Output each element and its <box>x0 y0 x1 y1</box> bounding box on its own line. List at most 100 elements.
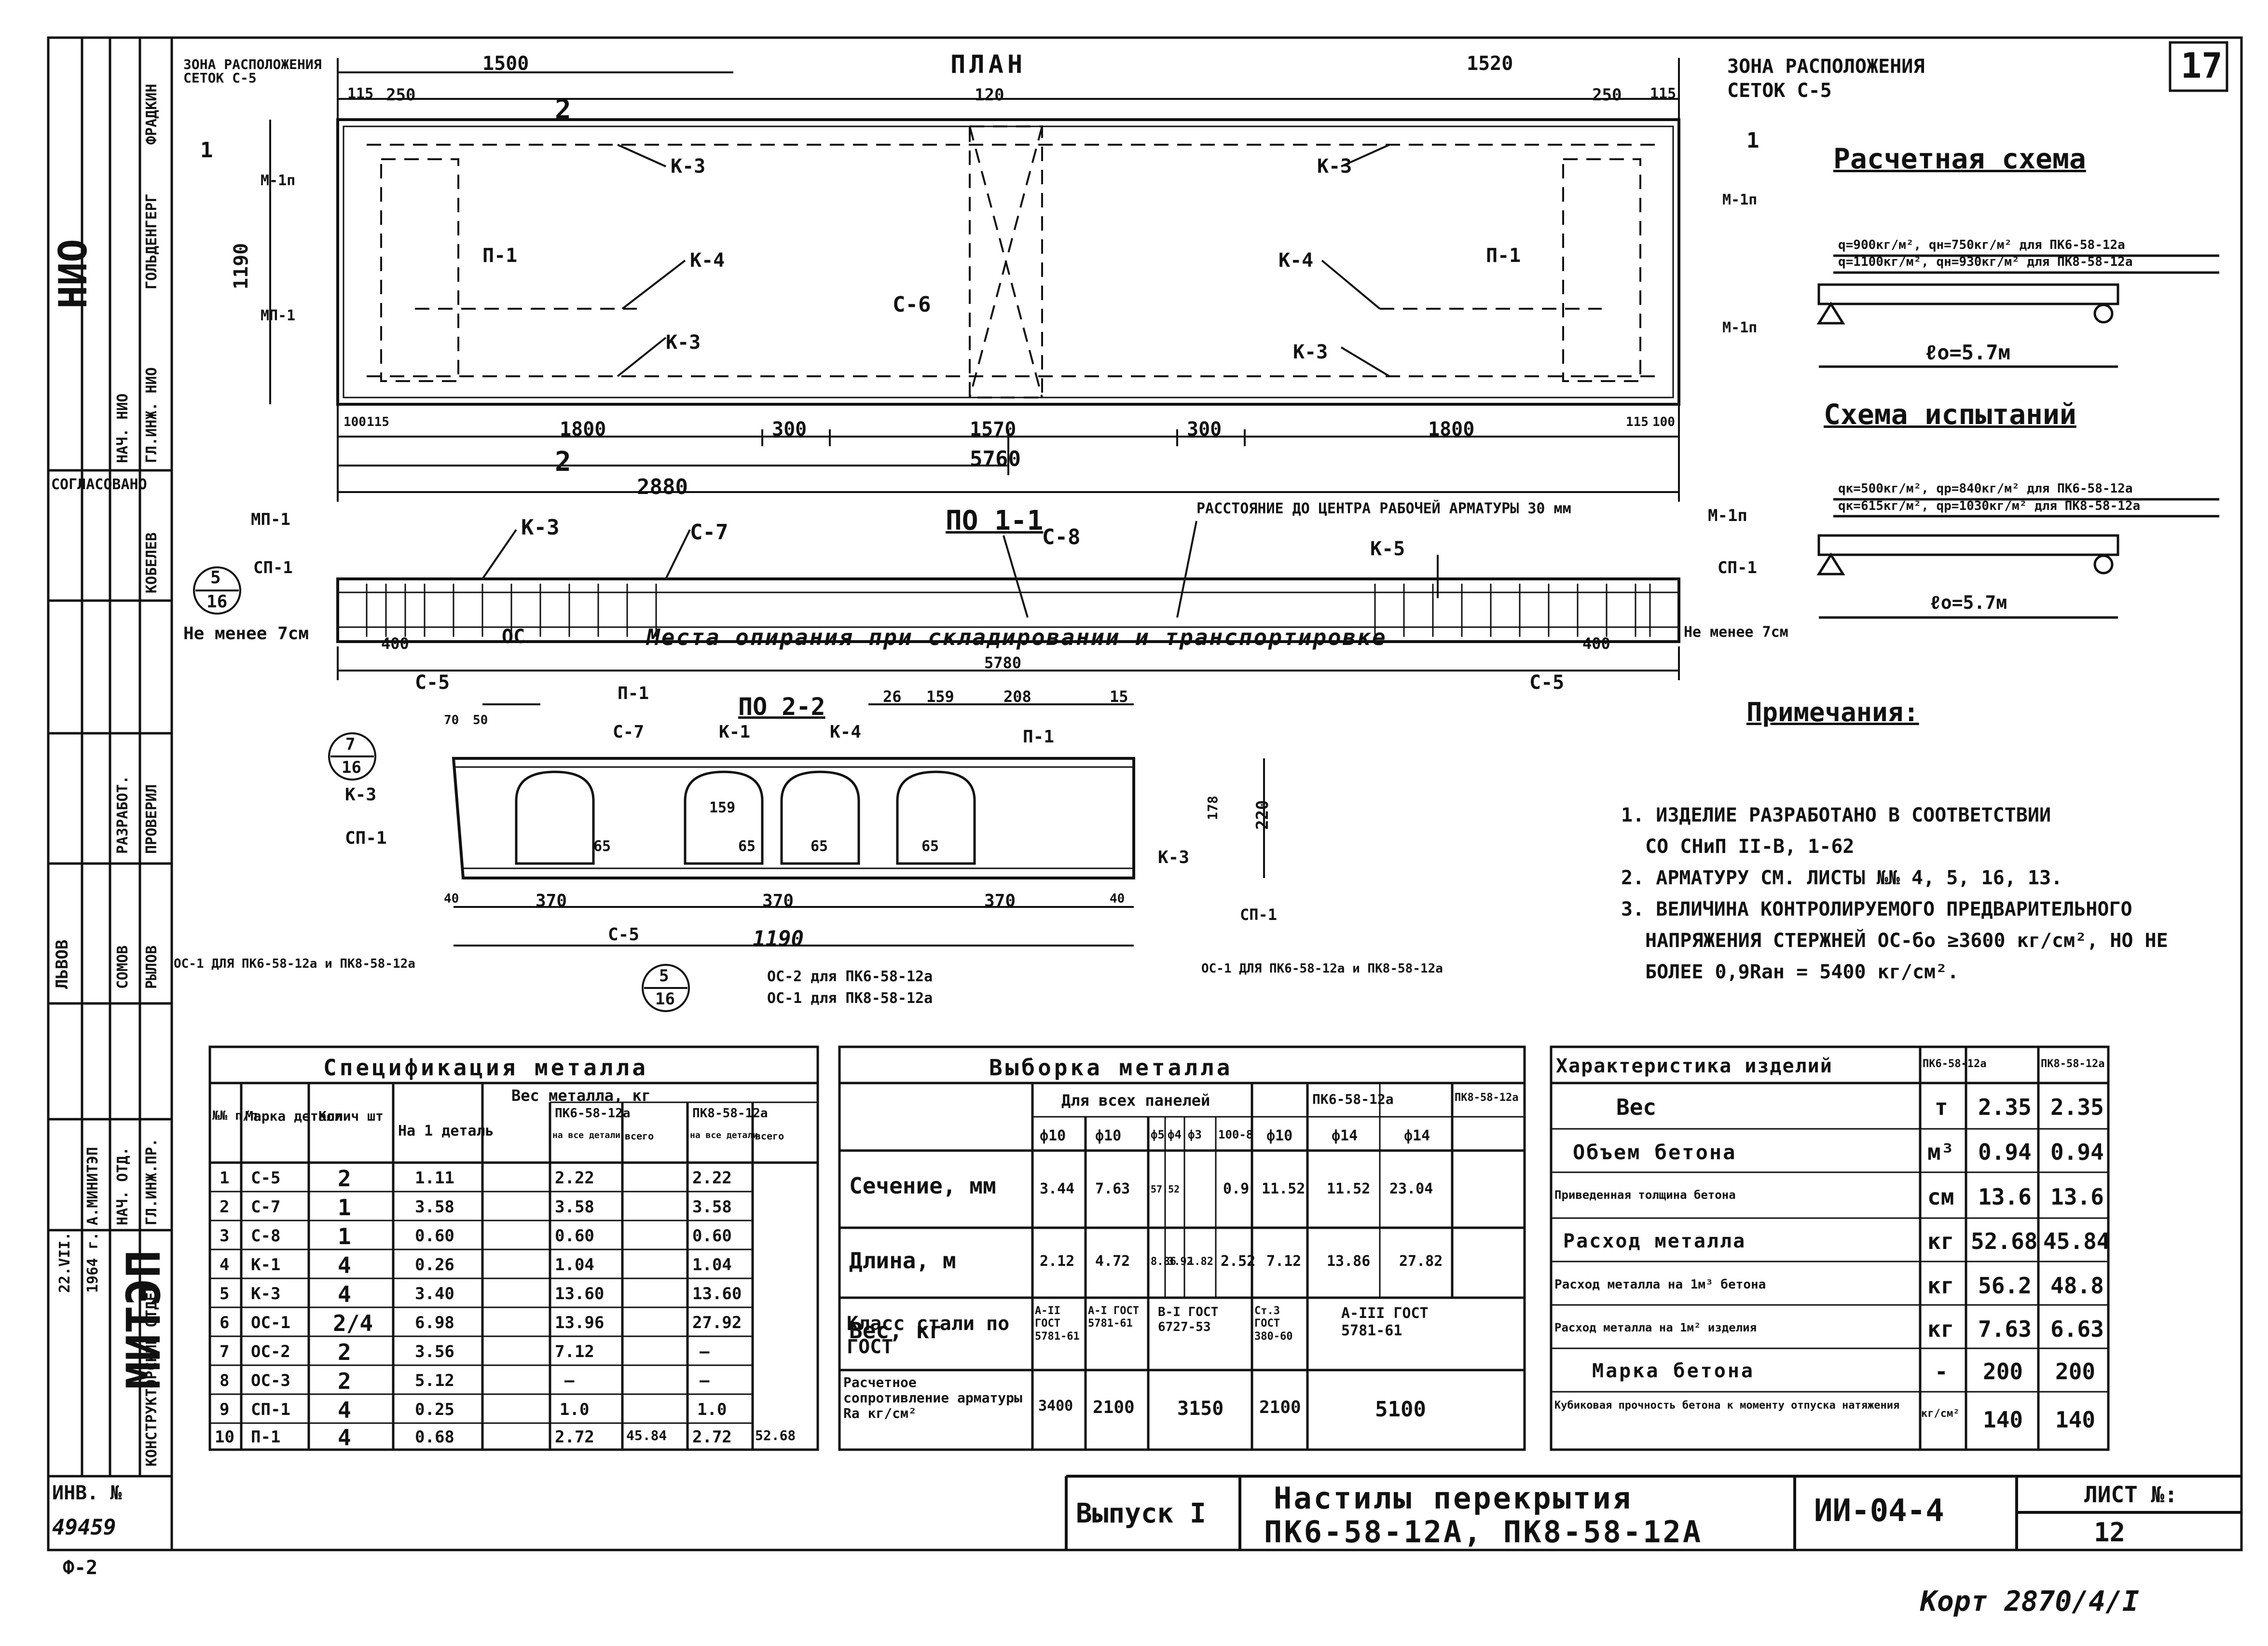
plan-label-k3b: К-3 <box>666 331 701 354</box>
section1-dim-left: 400 <box>381 634 409 653</box>
char-row-6-pk8: 6.63 <box>2050 1316 2104 1342</box>
plan-dim-120: 120 <box>975 85 1004 105</box>
selection-w-3: 8.86 <box>1151 1256 1176 1268</box>
plan-left-zone: ЗОНА РАСПОЛОЖЕНИЯ СЕТОК С-5 <box>183 56 322 86</box>
spec-row-9-n: 9 <box>220 1400 230 1419</box>
stamp-role-4: ГЛ.ИНЖ.ПР. <box>143 1138 160 1225</box>
spec-row-8-pk6: — <box>564 1371 575 1390</box>
spec-h-pk8: ПК8-58-12а <box>692 1106 768 1121</box>
spec-row-6-pk8: 27.92 <box>692 1313 742 1332</box>
plan-dim-b-115-right: 115 <box>1626 415 1649 429</box>
selection-sec-5: ф3 <box>1188 1128 1202 1141</box>
char-row-1-pk6: 2.35 <box>1978 1094 2032 1120</box>
notes-item-3: 2. АРМАТУРУ СМ. ЛИСТЫ №№ 4, 5, 16, 13. <box>1621 867 2063 889</box>
footer-stamp: Корт 2870/4/I <box>1920 1585 2139 1618</box>
section2-dim-370-c: 370 <box>984 891 1016 911</box>
section2-dim-50: 50 <box>473 713 488 727</box>
notes-item-1: 1. ИЗДЕЛИЕ РАЗРАБОТАНО В СООТВЕТСТВИИ <box>1621 804 2051 826</box>
stamp-role-5: НАЧ. ОТД. <box>114 1147 131 1225</box>
selection-w-8: 13.86 <box>1327 1253 1371 1270</box>
selection-class-2: А-I ГОСТ 5781-61 <box>1088 1305 1139 1330</box>
plan-dim-5760: 5760 <box>970 447 1021 471</box>
plan-label-c6: С-6 <box>893 292 931 317</box>
selection-resist-5: 5100 <box>1375 1397 1426 1422</box>
char-table-title: Характеристика изделий <box>1556 1055 1833 1077</box>
spec-row-6-pk6: 13.96 <box>555 1313 605 1332</box>
test-scheme-title: Схема испытаний <box>1824 398 2076 431</box>
spec-row-2-pk8: 3.58 <box>692 1197 732 1217</box>
char-row-7-pk6: 200 <box>1983 1358 2023 1385</box>
selection-len-1: 3.44 <box>1040 1180 1075 1197</box>
section2-label-k3-right: К-3 <box>1158 848 1190 867</box>
char-row-3-pk6: 13.6 <box>1978 1184 2032 1210</box>
spec-h-total-pk8: всего <box>755 1130 784 1142</box>
stamp-role-1: НАЧ. НИО <box>114 393 131 464</box>
spec-row-4-per: 0.26 <box>415 1255 454 1275</box>
test-scheme-span: ℓо=5.7м <box>1930 592 2007 613</box>
spec-h-onall-pk6: на все детали <box>552 1130 620 1140</box>
stamp-role-8: ПРОВЕРИЛ <box>143 784 160 854</box>
section2-void-65-b: 65 <box>738 838 756 855</box>
char-h-pk8: ПК8-58-12а <box>2041 1058 2105 1070</box>
selection-class-5: А-III ГОСТ 5781-61 <box>1341 1305 1429 1339</box>
notes-item-4: 3. ВЕЛИЧИНА КОНТРОЛИРУЕМОГО ПРЕДВАРИТЕЛЬ… <box>1621 898 2132 920</box>
selection-len-2: 7.63 <box>1095 1180 1130 1197</box>
spec-row-1-pk6: 2.22 <box>555 1168 594 1188</box>
section1-label-sp1: СП-1 <box>253 558 293 577</box>
section1-label-k5: К-5 <box>1370 538 1405 560</box>
plan-dim-1500: 1500 <box>482 53 529 75</box>
selection-len-9: 23.04 <box>1389 1180 1433 1197</box>
calc-scheme-line1: q=900кг/м², qн=750кг/м² для ПК6-58-12а <box>1838 238 2125 252</box>
selection-resist-1: 3400 <box>1038 1398 1073 1414</box>
char-row-8-pk8: 140 <box>2055 1407 2096 1433</box>
selection-w-4: 3.92 <box>1168 1256 1193 1268</box>
stamp-date: 22.VII. <box>56 1232 73 1293</box>
selection-sec-3: ф5 <box>1151 1128 1165 1141</box>
selection-resist-4: 2100 <box>1259 1398 1301 1417</box>
selection-sec-4: ф4 <box>1168 1128 1182 1141</box>
selection-r-section: Сечение, мм <box>849 1173 996 1199</box>
selection-len-7: 11.52 <box>1262 1180 1306 1197</box>
section2-dim-15: 15 <box>1110 687 1128 706</box>
stamp-name-4: ЛЬВОВ <box>53 939 72 989</box>
char-row-6-unit: кг <box>1927 1316 1954 1342</box>
section2-label-k4: К-4 <box>830 722 862 742</box>
spec-row-4-pk6: 1.04 <box>555 1255 594 1275</box>
section1-length: 5780 <box>984 654 1022 672</box>
test-scheme-line1: qк=500кг/м², qр=840кг/м² для ПК6-58-12а <box>1838 481 2133 496</box>
spec-row-10-pk6: 2.72 <box>555 1427 594 1447</box>
section1-note: РАССТОЯНИЕ ДО ЦЕНТРА РАБОЧЕЙ АРМАТУРЫ 30… <box>1196 500 1571 517</box>
spec-row-9-qty: 4 <box>338 1397 351 1423</box>
section1-support-text: Места опирания при складировании и транс… <box>646 624 1387 650</box>
section1-min-left: Не менее 7см <box>183 624 309 644</box>
section2-note-mid-2: ОС-1 для ПК8-58-12а <box>767 990 933 1007</box>
char-row-1-unit: т <box>1935 1094 1948 1120</box>
spec-row-8-qty: 2 <box>338 1368 351 1394</box>
char-row-8-pk6: 140 <box>1983 1407 2023 1433</box>
plan-dim-115-right: 115 <box>1650 85 1677 102</box>
plan-section-mark-4: 2 <box>555 446 571 478</box>
spec-row-10-n: 10 <box>215 1427 234 1447</box>
char-row-5-name: Расход металла на 1м³ бетона <box>1554 1277 1766 1292</box>
plan-label-k3d: К-3 <box>1293 341 1328 363</box>
char-row-8-unit: кг/см² <box>1921 1408 1960 1420</box>
section2-dim-70: 70 <box>444 713 459 727</box>
section2-note-mid-1: ОС-2 для ПК6-58-12а <box>767 968 933 985</box>
spec-row-8-pk8: — <box>700 1371 710 1390</box>
spec-h-pk6: ПК6-58-12а <box>555 1106 631 1121</box>
sheet-number: 17 <box>2181 45 2223 86</box>
spec-row-7-pk6: 7.12 <box>555 1342 594 1361</box>
title-name-1: Настилы перекрытия <box>1274 1481 1633 1516</box>
plan-dim-b-1800: 1800 <box>560 418 606 440</box>
char-row-5-pk8: 48.8 <box>2050 1273 2104 1299</box>
spec-row-10-per: 0.68 <box>415 1427 454 1447</box>
spec-row-3-pk8: 0.60 <box>692 1226 732 1246</box>
notes-item-2: СО СНиП II-В, 1-62 <box>1645 836 1855 858</box>
title-code: ИИ-04-4 <box>1814 1493 1944 1529</box>
stamp-role-3: СОГЛАСОВАНО <box>51 476 147 493</box>
section2-dim-208: 208 <box>1003 687 1031 706</box>
section2-callout-b: 16 <box>342 758 361 777</box>
section2-callout-a: 7 <box>345 735 356 754</box>
section1-title: ПО 1-1 <box>946 505 1044 536</box>
